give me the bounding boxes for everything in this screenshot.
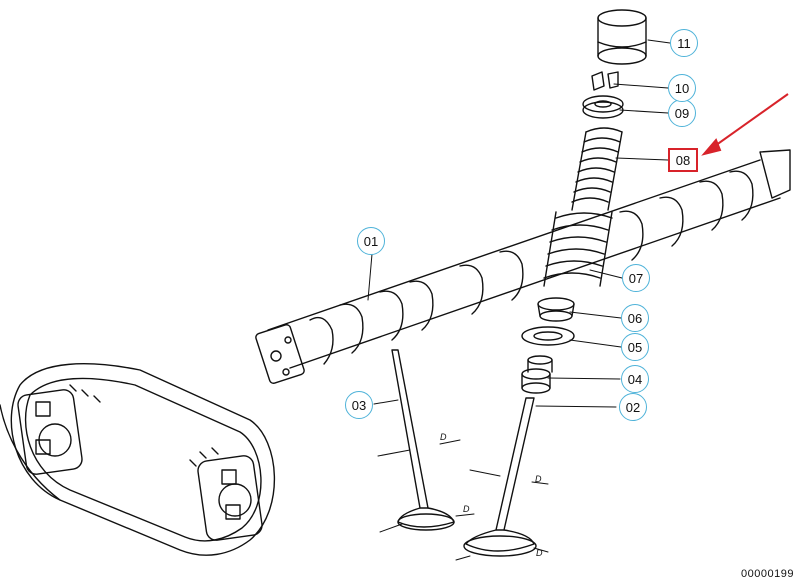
camshaft bbox=[255, 149, 791, 384]
callout-07: 07 bbox=[622, 264, 650, 292]
valve-stem-seal bbox=[537, 297, 575, 322]
callout-09: 09 bbox=[668, 99, 696, 127]
dimension-lines bbox=[377, 439, 549, 561]
leader-lines bbox=[367, 39, 671, 408]
bucket-tappet bbox=[597, 9, 647, 65]
document-number: 00000199 bbox=[741, 568, 794, 580]
valve-guide bbox=[521, 355, 553, 394]
timing-belt-assembly bbox=[0, 363, 276, 556]
callout-05: 05 bbox=[621, 333, 649, 361]
valve-keepers bbox=[591, 71, 619, 91]
exhaust-valve bbox=[391, 349, 455, 531]
intake-valve bbox=[463, 397, 537, 557]
callout-11: 11 bbox=[670, 29, 698, 57]
outer-valve-spring bbox=[543, 211, 613, 287]
callout-03: 03 bbox=[345, 391, 373, 419]
spring-seat-washer bbox=[521, 326, 575, 346]
callout-10: 10 bbox=[668, 74, 696, 102]
callout-02: 02 bbox=[619, 393, 647, 421]
spring-retainer bbox=[582, 95, 624, 119]
callout-01: 01 bbox=[357, 227, 385, 255]
red-arrow bbox=[701, 93, 789, 156]
callout-06: 06 bbox=[621, 304, 649, 332]
callout-04: 04 bbox=[621, 365, 649, 393]
inner-valve-spring bbox=[571, 127, 623, 211]
callout-08: 08 bbox=[668, 148, 698, 172]
